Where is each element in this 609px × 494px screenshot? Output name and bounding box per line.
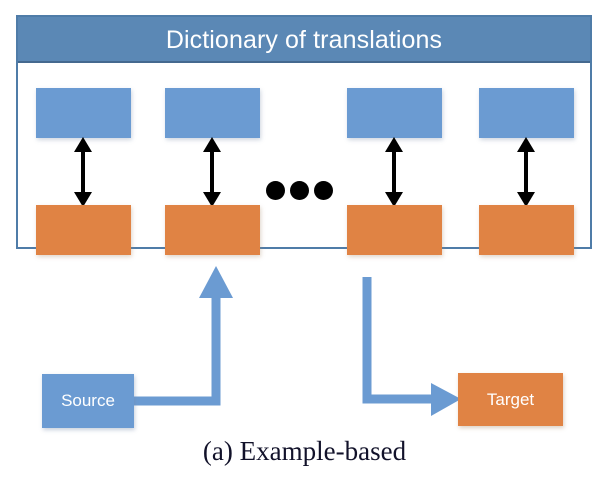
bidirectional-arrow-icon [517, 137, 535, 207]
ellipsis-dots-icon [266, 181, 342, 201]
ellipsis-dot [290, 181, 309, 200]
target-node-label: Target [486, 389, 535, 409]
dictionary-entries-area [18, 63, 590, 255]
figure-caption: (a) Example-based [202, 436, 407, 466]
entry-source-box [347, 88, 442, 138]
entry-target-box [36, 205, 131, 255]
dictionary-entry-4 [479, 88, 574, 255]
dictionary-entry-2 [165, 88, 260, 255]
dictionary-to-target-arrow-icon [362, 277, 461, 416]
bidirectional-arrow-icon [203, 137, 221, 207]
source-to-dictionary-arrow-icon [134, 266, 233, 406]
dictionary-entry-1 [36, 88, 131, 255]
entry-target-box [479, 205, 574, 255]
dictionary-entry-3 [347, 88, 442, 255]
source-node[interactable]: Source [42, 374, 134, 428]
ellipsis-dot [314, 181, 333, 200]
entry-target-box [165, 205, 260, 255]
target-node[interactable]: Target [458, 373, 563, 426]
entry-source-box [36, 88, 131, 138]
bidirectional-arrow-icon [74, 137, 92, 207]
entry-source-box [479, 88, 574, 138]
ellipsis-dot [266, 181, 285, 200]
dictionary-title: Dictionary of translations [18, 17, 590, 63]
flow-section: Source Target (a) Example-based [0, 250, 609, 494]
dictionary-panel: Dictionary of translations [16, 15, 592, 255]
entry-target-box [347, 205, 442, 255]
bidirectional-arrow-icon [385, 137, 403, 207]
source-node-label: Source [61, 391, 115, 410]
entry-source-box [165, 88, 260, 138]
flow-connectors [134, 266, 461, 416]
